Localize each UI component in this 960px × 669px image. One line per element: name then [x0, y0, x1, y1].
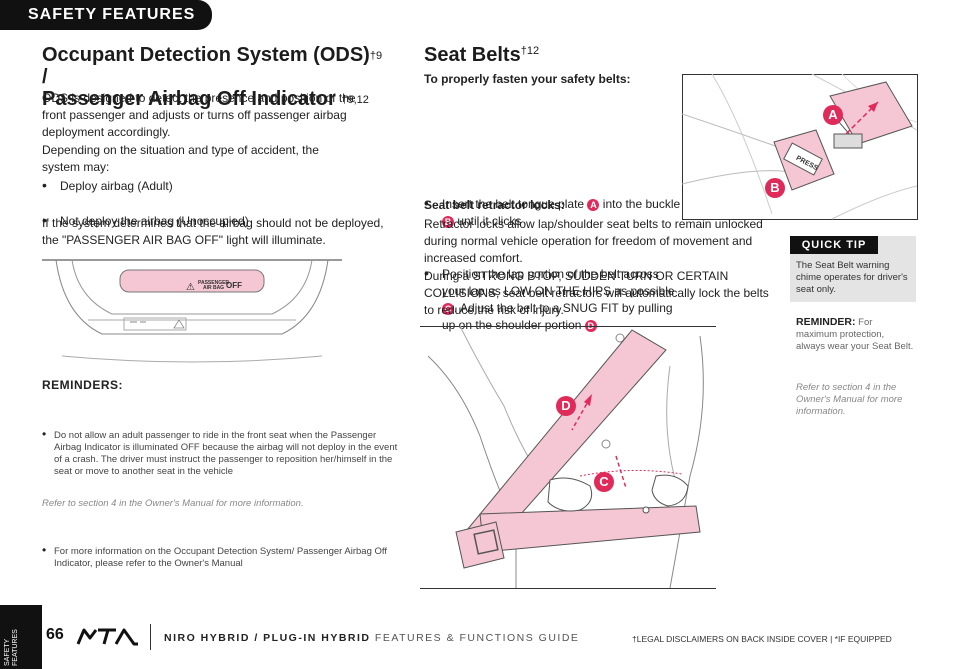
quick-tip-label: QUICK TIP — [790, 236, 878, 254]
reminder-1: Do not allow an adult passenger to ride … — [42, 428, 404, 478]
retractor-heading: Seat belt retractor locks: — [424, 198, 565, 212]
footer-divider — [150, 624, 151, 650]
ods-title-line1: Occupant Detection System (ODS) — [42, 44, 370, 66]
ods-title-sup1: †9 — [369, 50, 383, 62]
step-1: Insert the belt tongue plate A into the … — [424, 195, 682, 230]
quick-tip-text: The Seat Belt warning chime operates for… — [796, 260, 908, 295]
ods-title-slash: / — [42, 66, 48, 88]
side-tab — [0, 605, 42, 669]
ods-title-line2: Passenger Airbag Off Indicator — [42, 88, 342, 110]
guide-title-bold: NIRO HYBRID / PLUG-IN HYBRID — [164, 632, 371, 644]
ods-bullet-2: Not deploy the airbag (Unoccupied) — [42, 212, 380, 230]
legal-disclaimer: †LEGAL DISCLAIMERS ON BACK INSIDE COVER … — [632, 634, 892, 644]
ods-title-sup2: †9,12 — [341, 94, 369, 106]
retractor-p2: During a STRONG STOP, SUDDEN TURN OR CER… — [424, 269, 769, 317]
marker-c-inline: C — [442, 302, 454, 315]
marker-d-inline: D — [584, 319, 597, 332]
ods-depending: Depending on the situation and type of a… — [42, 143, 319, 174]
step-2-text-b: . Adjust the belt to a SNUG FIT by pulli… — [442, 301, 673, 332]
seat-belts-title-text: Seat Belts — [424, 44, 521, 66]
ods-refer-note: Refer to section 4 in the Owner's Manual… — [42, 498, 304, 509]
reminder-right-label: REMINDER: — [796, 316, 856, 328]
section-tab: SAFETY FEATURES — [0, 0, 212, 30]
seat-belt-person-illustration — [420, 326, 716, 589]
ods-indicator-illustration — [42, 259, 342, 363]
airbag-seat-icon: ⚠ — [186, 282, 195, 293]
reminder-2: For more information on the Occupant Det… — [42, 544, 404, 570]
step-2-text-a: Position the lap portion of the belt acr… — [442, 267, 675, 298]
side-tab-label: SAFETY FEATURES — [4, 629, 19, 666]
seat-belts-title-sup: †12 — [520, 45, 540, 57]
marker-c: C — [594, 472, 614, 492]
page-number: 66 — [46, 626, 64, 643]
guide-title-light: FEATURES & FUNCTIONS GUIDE — [370, 632, 580, 644]
ods-title: Occupant Detection System (ODS)†9 / Pass… — [42, 44, 392, 110]
seat-belts-title: Seat Belts†12 — [424, 44, 539, 67]
ods-bullet-1: Deploy airbag (Adult) — [42, 177, 380, 195]
step-1-text-a: Insert the belt tongue plate — [442, 197, 588, 211]
guide-title: NIRO HYBRID / PLUG-IN HYBRID FEATURES & … — [164, 632, 579, 644]
indicator-off-text: OFF — [226, 281, 242, 290]
indicator-text-2: AIR BAG — [202, 285, 225, 291]
buckle-illustration — [682, 74, 918, 220]
marker-a-inline: A — [587, 198, 600, 211]
marker-d: D — [556, 396, 576, 416]
howto-heading: To properly fasten your safety belts: — [424, 72, 631, 86]
step-2: Position the lap portion of the belt acr… — [424, 265, 682, 334]
ods-intro: ODS is designed to detect the presence a… — [42, 91, 356, 139]
reminder-right-text: For maximum protection, always wear your… — [796, 317, 914, 352]
marker-b-inline: B — [442, 215, 454, 228]
retractor-p1: Retractor locks allow lap/shoulder seat … — [424, 217, 763, 265]
reminders-title: REMINDERS: — [42, 378, 124, 392]
ods-determines: If the system determines that the airbag… — [42, 216, 384, 247]
indicator-text-1: PASSENGER — [198, 280, 230, 286]
reminder-right: REMINDER: For maximum protection, always… — [796, 316, 914, 353]
kia-logo — [76, 628, 138, 646]
reminder-right-refer: Refer to section 4 in the Owner's Manual… — [796, 382, 903, 417]
step-1-text-c: until it clicks — [454, 214, 522, 228]
section-tab-label: SAFETY FEATURES — [28, 6, 196, 23]
marker-b: B — [765, 178, 785, 198]
step-1-text-b: into the buckle — [599, 197, 681, 211]
marker-a: A — [823, 105, 843, 125]
